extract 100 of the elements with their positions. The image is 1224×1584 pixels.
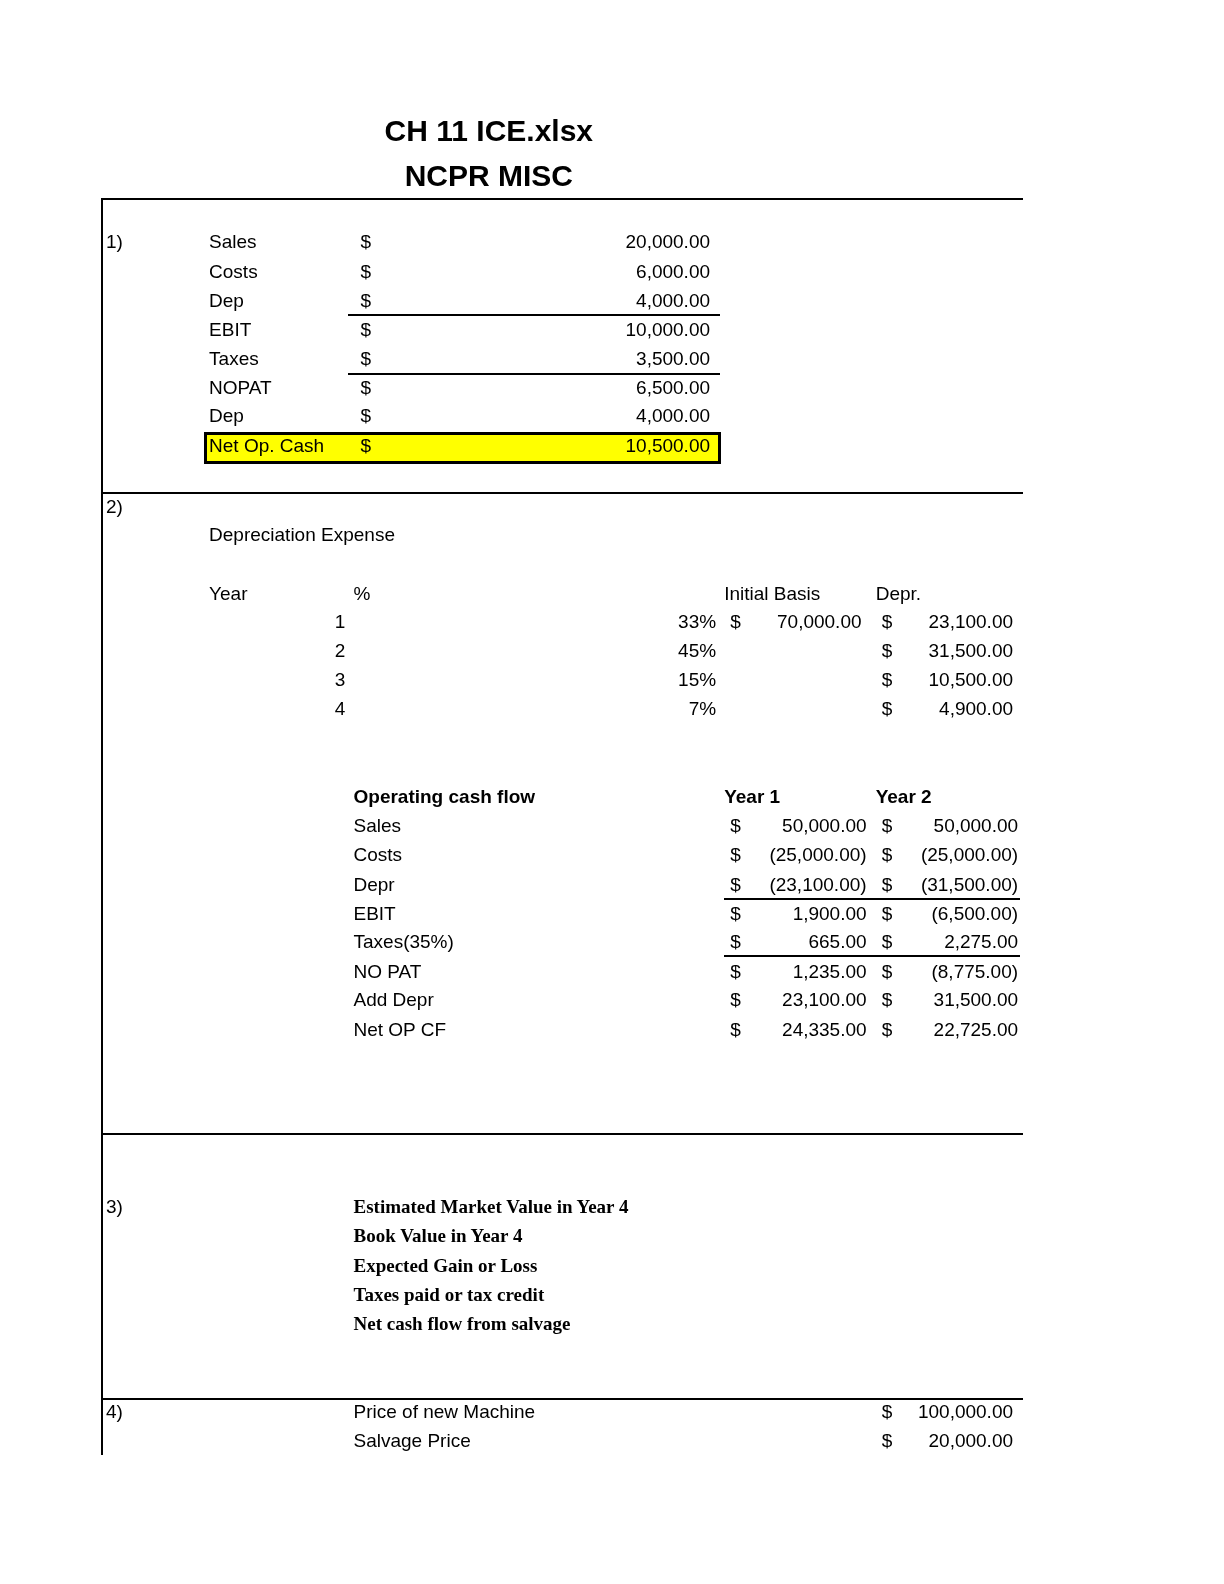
currency-sign: $: [730, 814, 741, 839]
amount-value: 24,335.00: [782, 1018, 867, 1043]
amount-value: 20,000.00: [928, 1429, 1014, 1454]
column-header: Year: [209, 581, 248, 606]
row-label: Add Depr: [353, 987, 434, 1012]
row-label: Net OP CF: [353, 1018, 447, 1043]
year-number: 4: [334, 697, 346, 721]
row-label: Price of new Machine: [353, 1399, 536, 1424]
row-label: Taxes: [209, 346, 259, 371]
column-header: Year 1: [724, 784, 781, 809]
amount-value: (6,500.00): [931, 902, 1019, 927]
column-header: Depr.: [875, 581, 922, 606]
row-label: Expected Gain or Loss: [353, 1253, 538, 1278]
row-label: Depr: [353, 872, 395, 897]
section-number: 1): [106, 230, 123, 255]
amount-value: 4,000.00: [636, 288, 711, 313]
amount-value: 665.00: [808, 930, 867, 955]
year-number: 3: [334, 667, 346, 692]
amount-value: 10,000.00: [625, 318, 711, 343]
row-label: Taxes(35%): [353, 930, 454, 955]
amount-value: 50,000.00: [782, 814, 867, 839]
currency-sign: $: [881, 843, 893, 868]
amount-value: 3,500.00: [636, 346, 711, 371]
amount-value: 23,100.00: [928, 610, 1014, 635]
currency-sign: $: [730, 843, 741, 868]
currency-sign: $: [881, 610, 893, 635]
row-label: Costs: [209, 259, 258, 284]
currency-sign: $: [360, 230, 372, 255]
percent-value: 33%: [678, 610, 717, 635]
amount-value: (25,000.00): [920, 843, 1019, 868]
year-number: 1: [334, 610, 346, 635]
currency-sign: $: [881, 872, 893, 897]
currency-sign: $: [360, 318, 372, 343]
section-heading: Depreciation Expense: [209, 523, 395, 548]
row-label: EBIT: [353, 902, 396, 927]
row-label: NO PAT: [353, 959, 422, 984]
amount-value: 6,500.00: [636, 375, 711, 400]
currency-sign: $: [360, 288, 372, 313]
currency-sign: $: [881, 902, 893, 927]
currency-sign: $: [730, 930, 741, 955]
amount-value: 31,500.00: [928, 639, 1014, 664]
amount-value: 70,000.00: [777, 610, 862, 635]
amount-value: 31,500.00: [933, 987, 1019, 1012]
amount-value: 2,275.00: [944, 930, 1019, 955]
percent-value: 45%: [678, 639, 717, 664]
column-header: %: [353, 581, 371, 606]
currency-sign: $: [881, 1399, 893, 1424]
row-label: Net cash flow from salvage: [353, 1312, 571, 1337]
amount-value: 100,000.00: [917, 1399, 1014, 1424]
amount-value: 1,235.00: [792, 959, 867, 984]
currency-sign: $: [730, 959, 741, 984]
amount-value: 22,725.00: [933, 1018, 1019, 1043]
row-label: Taxes paid or tax credit: [353, 1282, 545, 1307]
amount-value: (31,500.00): [920, 872, 1019, 897]
row-label: Dep: [209, 288, 244, 313]
currency-sign: $: [730, 987, 741, 1012]
amount-value: 10,500.00: [625, 434, 711, 459]
row-label: Sales: [353, 814, 402, 839]
amount-value: 23,100.00: [782, 987, 867, 1012]
currency-sign: $: [730, 610, 741, 635]
column-header: Initial Basis: [724, 581, 821, 606]
amount-value: 50,000.00: [933, 814, 1019, 839]
row-label: Sales: [209, 230, 257, 255]
currency-sign: $: [881, 814, 893, 839]
row-label: Dep: [209, 404, 244, 429]
row-label: Salvage Price: [353, 1429, 471, 1454]
amount-value: 4,000.00: [636, 404, 711, 429]
section-number: 4): [106, 1399, 123, 1424]
currency-sign: $: [881, 930, 893, 955]
currency-sign: $: [730, 1018, 741, 1043]
sheet-subtitle: NCPR MISC: [403, 157, 574, 194]
amount-value: 6,000.00: [636, 259, 711, 284]
currency-sign: $: [730, 902, 741, 927]
currency-sign: $: [881, 667, 893, 692]
amount-value: 4,900.00: [939, 697, 1014, 721]
currency-sign: $: [881, 987, 893, 1012]
row-label: EBIT: [209, 318, 252, 343]
currency-sign: $: [360, 375, 372, 400]
row-label: Estimated Market Value in Year 4: [353, 1194, 629, 1219]
sheet-title: CH 11 ICE.xlsx: [383, 113, 595, 150]
amount-value: 20,000.00: [625, 230, 711, 255]
percent-value: 15%: [678, 667, 717, 692]
currency-sign: $: [881, 1018, 893, 1043]
row-label: Book Value in Year 4: [353, 1224, 523, 1249]
currency-sign: $: [360, 404, 372, 429]
column-header: Year 2: [875, 784, 932, 809]
year-number: 2: [334, 639, 346, 664]
percent-value: 7%: [688, 697, 717, 721]
amount-value: 1,900.00: [792, 902, 867, 927]
section-number: 3): [106, 1194, 123, 1219]
currency-sign: $: [881, 959, 893, 984]
amount-value: 10,500.00: [928, 667, 1014, 692]
row-label: Net Op. Cash: [209, 434, 325, 459]
currency-sign: $: [360, 346, 372, 371]
currency-sign: $: [881, 1429, 893, 1454]
amount-value: (8,775.00): [931, 959, 1019, 984]
currency-sign: $: [881, 697, 893, 721]
currency-sign: $: [360, 434, 372, 459]
amount-value: (23,100.00): [769, 872, 867, 897]
row-label: Costs: [353, 843, 403, 868]
